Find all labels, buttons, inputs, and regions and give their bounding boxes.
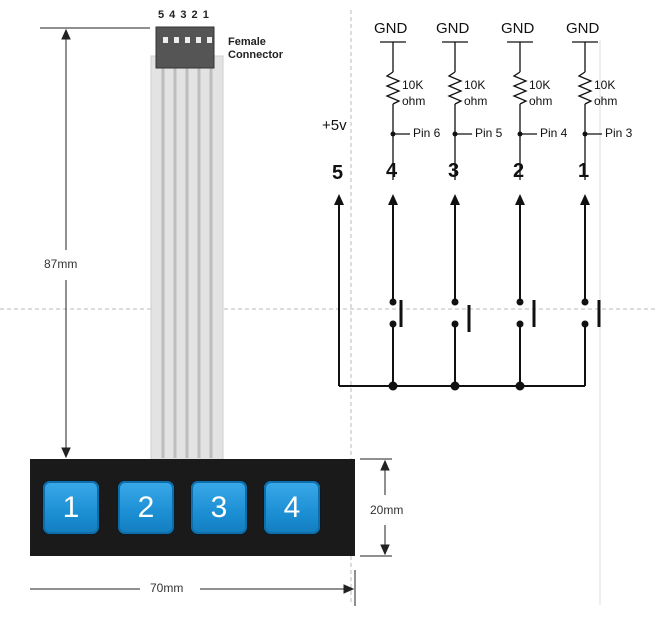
push-switches	[389, 298, 601, 332]
column-label-1: 1	[578, 160, 590, 182]
pin-label-5: Pin 5	[473, 126, 505, 140]
key-1[interactable]: 1	[43, 481, 99, 534]
column-arrowheads	[334, 194, 590, 205]
dimension-70mm	[30, 570, 356, 606]
connector-sockets	[163, 37, 212, 43]
gnd-label-col1: GND	[566, 20, 600, 37]
ribbon-traces	[161, 60, 213, 458]
connector-label-line2: Connector	[228, 49, 283, 61]
column-label-5: 5	[332, 162, 344, 184]
dimension-87mm	[40, 27, 150, 459]
connector-pin-numbers: 5 4 3 2 1	[158, 9, 210, 21]
key-4[interactable]: 4	[264, 481, 320, 534]
vcc-label: +5v	[322, 117, 347, 134]
column-label-2: 2	[513, 160, 525, 182]
schematic-top	[380, 41, 602, 180]
gnd-label-col4: GND	[374, 20, 408, 37]
pin-junction-dots	[390, 131, 588, 137]
dimension-20mm	[360, 458, 392, 557]
connector-label-line1: Female	[228, 36, 266, 48]
schematic-columns	[338, 200, 586, 387]
column-label-3: 3	[448, 160, 460, 182]
column-label-4: 4	[386, 160, 398, 182]
height-dimension-label: 87mm	[44, 257, 78, 271]
key-2[interactable]: 2	[118, 481, 174, 534]
keypad-height-label: 20mm	[370, 503, 404, 517]
pin-label-4: Pin 4	[538, 126, 570, 140]
gnd-label-col3: GND	[436, 20, 470, 37]
pin-label-3: Pin 3	[603, 126, 635, 140]
gnd-label-col2: GND	[501, 20, 535, 37]
bus-junction-dots	[388, 381, 525, 391]
pin-label-6: Pin 6	[411, 126, 443, 140]
female-connector-label: Female Connector	[228, 36, 283, 62]
width-dimension-label: 70mm	[150, 581, 184, 595]
female-connector	[155, 26, 215, 69]
key-3[interactable]: 3	[191, 481, 247, 534]
